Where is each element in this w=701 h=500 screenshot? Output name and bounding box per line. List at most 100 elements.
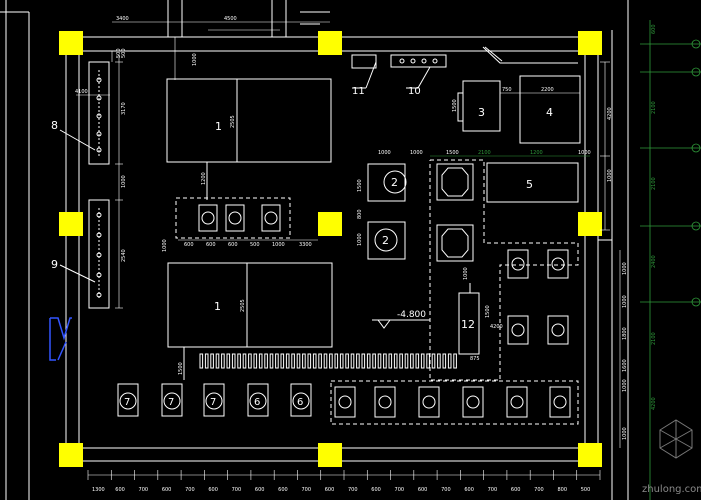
tag-2-upper: 2 xyxy=(391,176,398,189)
dim-bottom-21: 500 xyxy=(581,487,591,493)
dim-bottom-10: 600 xyxy=(325,487,335,493)
left-dimension-chain xyxy=(76,55,123,309)
dim-right-0: 1000 xyxy=(622,262,628,275)
pump-row xyxy=(175,197,318,241)
dim-top-0: 3400 xyxy=(116,16,129,22)
tag-3: 3 xyxy=(478,106,485,119)
dim-right-2: 1800 xyxy=(622,327,628,340)
dim-top-1: 4500 xyxy=(224,16,237,22)
trench-grating xyxy=(199,353,457,369)
dim-bottom-17: 700 xyxy=(488,487,498,493)
dim-bottom-6: 700 xyxy=(232,487,242,493)
tank-2-lower xyxy=(367,221,406,260)
dim-mid-0: 1000 xyxy=(463,267,469,280)
dim-room-6: 500 xyxy=(250,242,260,248)
tag-11: 11 xyxy=(352,86,365,97)
dim-bottom-2: 700 xyxy=(139,487,149,493)
dim-top-2: 500 xyxy=(116,48,122,58)
bottom-dimension-chain xyxy=(87,470,601,480)
tank-3 xyxy=(457,80,501,132)
grid-dim-2: 2100 xyxy=(651,177,657,190)
cabinet-9 xyxy=(59,199,110,309)
dim-bottom-13: 700 xyxy=(395,487,405,493)
dim-bottom-9: 700 xyxy=(301,487,311,493)
dim-room-0: 3300 xyxy=(299,242,312,248)
tag-10: 10 xyxy=(408,86,421,97)
dim-room-9: 1500 xyxy=(178,362,184,375)
dim-bottom-1: 600 xyxy=(115,487,125,493)
dim-room-16: 1500 xyxy=(446,150,459,156)
dim-bottom-20: 800 xyxy=(557,487,567,493)
elevation-marker xyxy=(372,319,430,329)
tag-1-upper: 1 xyxy=(215,120,222,133)
dim-room-13: 1000 xyxy=(162,239,168,252)
dim-bottom-4: 700 xyxy=(185,487,195,493)
dim-room-1: 2505 xyxy=(230,115,236,128)
tank-2-upper xyxy=(367,163,407,202)
dim-room-5: 600 xyxy=(228,242,238,248)
dim-left-2: 1000 xyxy=(121,175,127,188)
pump-room-1-upper xyxy=(166,78,332,200)
unit-7b xyxy=(161,383,183,417)
dim-mid-3: 4200 xyxy=(490,324,503,330)
dim-bottom-8: 600 xyxy=(278,487,288,493)
tag-9: 9 xyxy=(51,258,58,271)
watermark-text: zhulong.com xyxy=(642,484,701,495)
grid-dim-0: 600 xyxy=(651,24,657,34)
dim-right-1: 1000 xyxy=(622,295,628,308)
dim-room-15: 1000 xyxy=(410,150,423,156)
dim-room-18: 1200 xyxy=(530,150,543,156)
dim-mid-4: 1000 xyxy=(622,379,628,392)
dim-bottom-14: 600 xyxy=(418,487,428,493)
dim-mid-1: 1500 xyxy=(485,305,491,318)
green-grid-axis xyxy=(640,20,701,500)
tag-8: 8 xyxy=(51,119,58,132)
dim-room-11: 2200 xyxy=(541,87,554,93)
dim-bottom-7: 600 xyxy=(255,487,265,493)
dim-bottom-18: 600 xyxy=(511,487,521,493)
tag-5: 5 xyxy=(526,178,533,191)
dim-room-3: 600 xyxy=(184,242,194,248)
dim-bottom-5: 600 xyxy=(208,487,218,493)
dim-room-4: 600 xyxy=(206,242,216,248)
door-symbol xyxy=(49,317,72,361)
dim-room-19: 1000 xyxy=(578,150,591,156)
tank-4 xyxy=(500,75,581,144)
dim-room-7: 1000 xyxy=(272,242,285,248)
dim-bottom-3: 600 xyxy=(162,487,172,493)
structural-columns xyxy=(59,31,602,467)
unit-6a xyxy=(247,383,269,417)
tag-1-lower: 1 xyxy=(214,300,221,313)
dim-bottom-11: 700 xyxy=(348,487,358,493)
dim-right-5: 1000 xyxy=(622,427,628,440)
dim-room-10: 750 xyxy=(502,87,512,93)
dashed-zone-octagons xyxy=(429,159,579,381)
grid-dim-4: 2100 xyxy=(651,332,657,345)
dim-bottom-0: 1300 xyxy=(92,487,105,493)
tag-2-lower: 2 xyxy=(382,234,389,247)
dim-bottom-15: 700 xyxy=(441,487,451,493)
dim-bottom-19: 700 xyxy=(534,487,544,493)
grid-dim-1: 2100 xyxy=(651,101,657,114)
tag-7b: 7 xyxy=(168,397,174,408)
elevation-label: -4.800 xyxy=(397,310,426,320)
dim-left-0: 500 xyxy=(121,48,127,58)
dim-room-12: 1500 xyxy=(452,99,458,112)
tag-6a: 6 xyxy=(254,397,260,408)
tag-6b: 6 xyxy=(297,397,303,408)
watermark-logo xyxy=(659,419,693,459)
panel-11 xyxy=(351,54,377,89)
dim-room-8: 2505 xyxy=(240,299,246,312)
top-right-fixture xyxy=(482,46,578,64)
dim-room-14: 1000 xyxy=(378,150,391,156)
dim-room-20: 1500 xyxy=(357,179,363,192)
dim-left-3: 2540 xyxy=(121,249,127,262)
right-units xyxy=(507,249,569,345)
dim-mid-5: 875 xyxy=(470,356,480,362)
dim-room-23: 800 xyxy=(357,209,363,219)
tag-12: 12 xyxy=(461,318,475,331)
lower-right-unit-row xyxy=(330,380,579,425)
pump-room-1-lower xyxy=(167,262,333,380)
dim-mid-2: 1000 xyxy=(607,169,613,182)
